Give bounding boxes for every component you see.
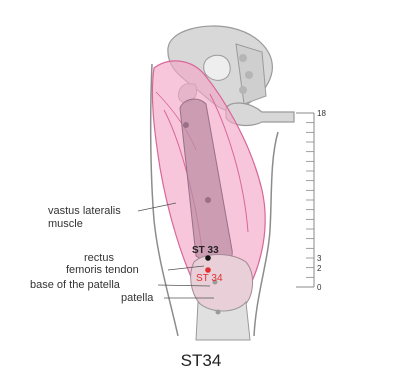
st33-point xyxy=(205,255,211,261)
patella-label: patella xyxy=(121,292,154,304)
anatomical-labels: vastus lateralis muscle rectus femoris t… xyxy=(30,205,154,304)
st33-label: ST 33 xyxy=(192,245,219,256)
measurement-scale: 18 3 2 0 xyxy=(296,109,326,292)
vastus-lateralis-label-line2: muscle xyxy=(48,218,83,230)
scale-label-0: 0 xyxy=(317,283,322,292)
rectus-label-line1: rectus xyxy=(84,252,114,264)
st34-point xyxy=(205,267,211,273)
base-of-patella-label: base of the patella xyxy=(30,279,121,291)
rectus-label-line2: femoris tendon xyxy=(66,264,139,276)
st34-label: ST 34 xyxy=(196,273,223,284)
vastus-lateralis-label-line1: vastus lateralis xyxy=(48,205,121,217)
scale-label-18: 18 xyxy=(317,109,326,118)
caption-title: ST34 xyxy=(181,351,222,370)
scale-label-3: 3 xyxy=(317,254,322,263)
knee-illustration xyxy=(191,255,253,341)
scale-label-2: 2 xyxy=(317,264,322,273)
